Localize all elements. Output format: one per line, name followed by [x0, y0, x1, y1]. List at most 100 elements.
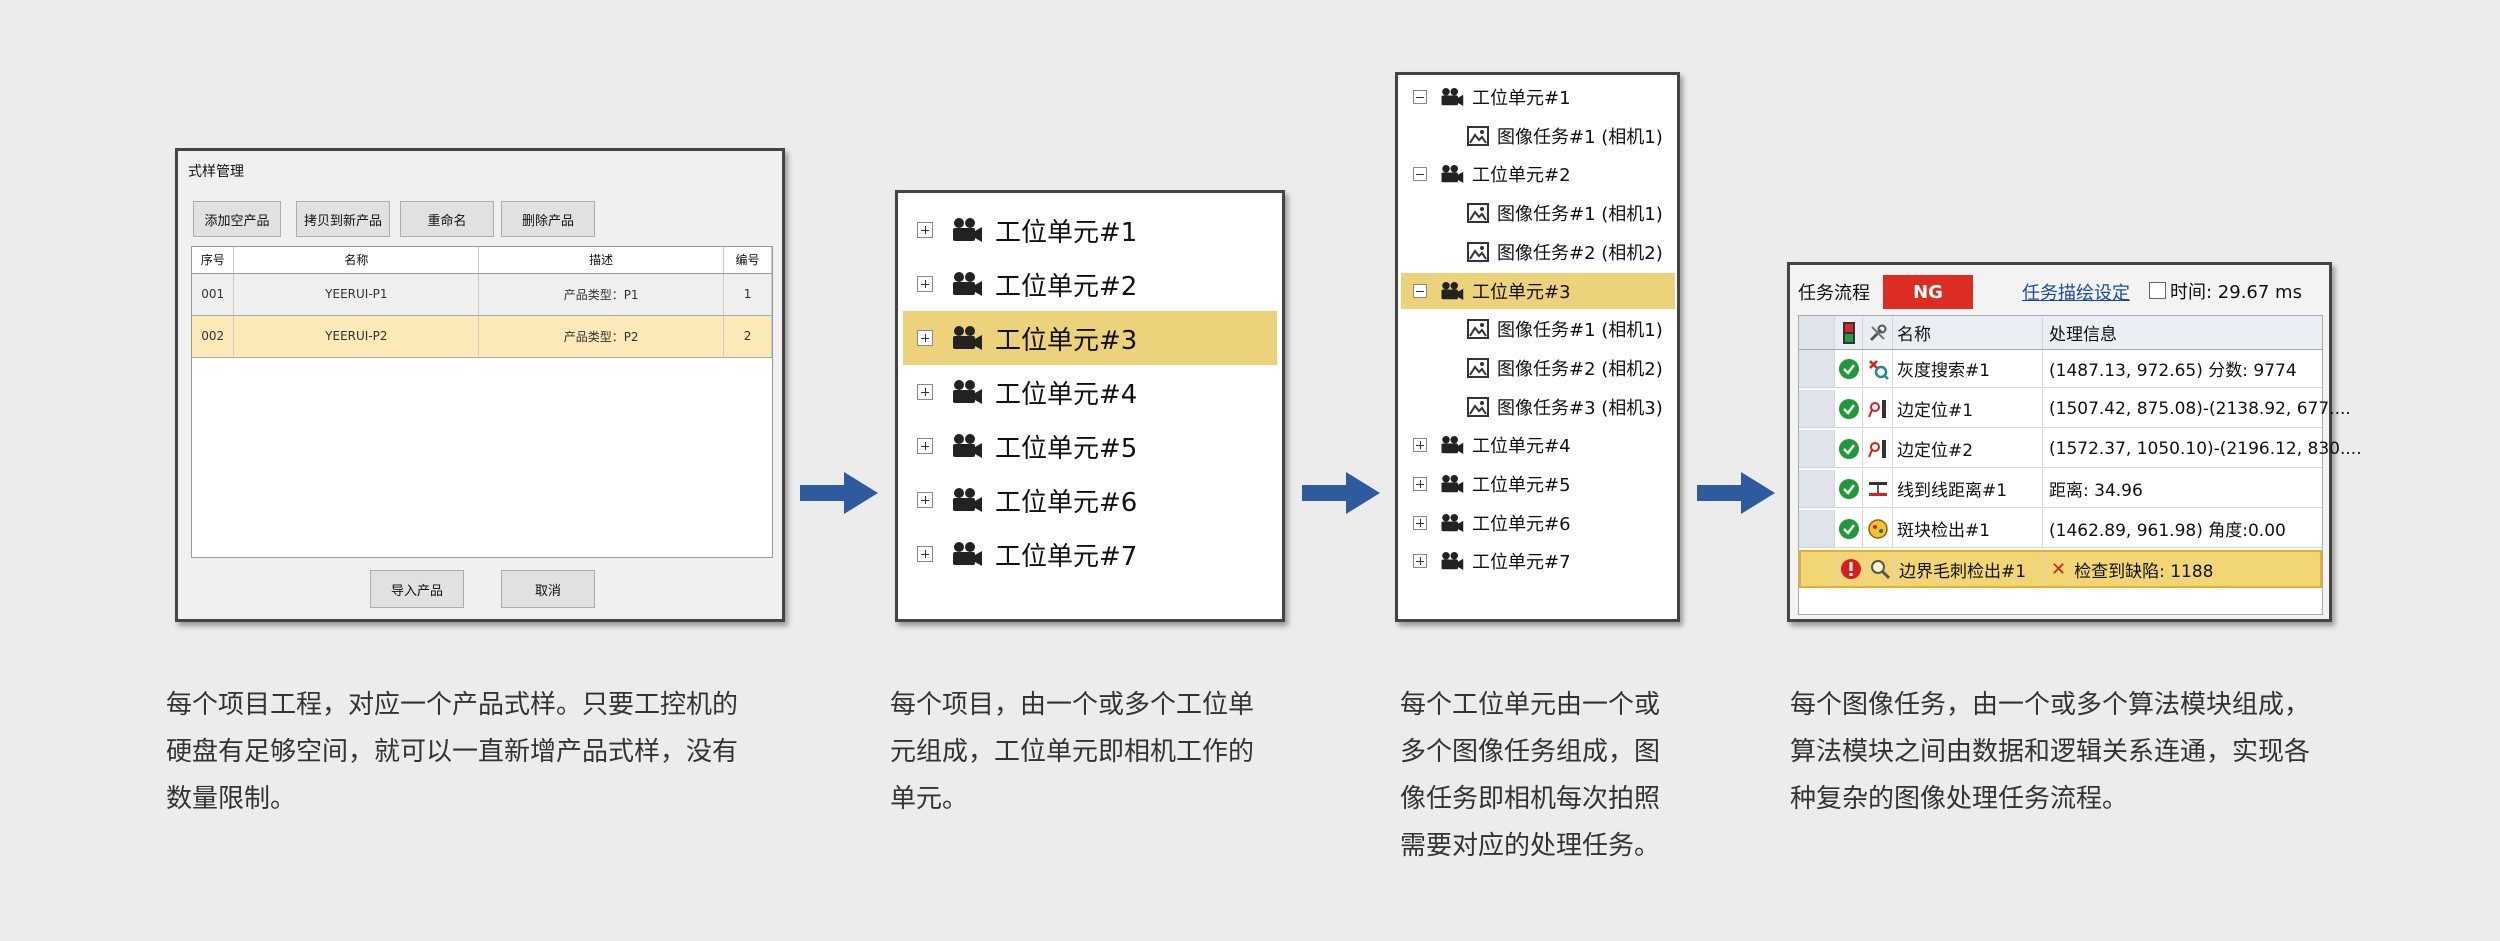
tree-item-unit[interactable]: 工位单元#5 [903, 419, 1277, 473]
expand-icon[interactable] [917, 384, 933, 400]
table-row[interactable]: 边定位#1 (1507.42, 875.08)-(2138.92, 677.... [1799, 390, 2351, 428]
unit-label: 工位单元#5 [1472, 475, 1571, 496]
collapse-icon[interactable] [1413, 167, 1427, 182]
image-icon [1467, 396, 1489, 417]
cell-desc: 产品类型：P2 [478, 315, 725, 358]
add-empty-product-button[interactable]: 添加空产品 [193, 201, 281, 237]
caption-image-task: 每个图像任务，由一个或多个算法模块组成， 算法模块之间由数据和逻辑关系连通，实现各… [1790, 682, 2310, 823]
caption-line: 数量限制。 [166, 784, 297, 814]
table-row[interactable]: 边定位#2(1572.37, 1050.10)-(2196.12, 830...… [1799, 430, 2362, 468]
cancel-button[interactable]: 取消 [501, 570, 595, 608]
tree-item-unit[interactable]: 工位单元#5 [1401, 466, 1675, 502]
tree-item-unit[interactable]: 工位单元#7 [1401, 543, 1675, 579]
unit-label: 工位单元#2 [995, 271, 1138, 302]
gray-search-icon [1863, 350, 1893, 387]
expand-icon[interactable] [917, 330, 933, 346]
tree-item-unit[interactable]: 工位单元#3 [903, 311, 1277, 365]
task-label: 图像任务#3 (相机3) [1497, 397, 1663, 419]
tree-item-image-task[interactable]: 图像任务#1 (相机1) [1401, 118, 1675, 154]
expand-icon[interactable] [1413, 438, 1427, 453]
time-checkbox[interactable] [2149, 282, 2166, 299]
image-icon [1467, 357, 1489, 378]
tools-column-icon [1863, 316, 1893, 349]
camera-icon [1440, 164, 1464, 184]
rename-button[interactable]: 重命名 [400, 201, 494, 237]
caption-line: 算法模块之间由数据和逻辑关系连通，实现各 [1790, 737, 2311, 767]
column-header-name: 名称 [1893, 316, 2043, 349]
tree-item-unit[interactable]: 工位单元#4 [903, 365, 1277, 419]
tree-item-image-task[interactable]: 图像任务#1 (相机1) [1401, 195, 1675, 231]
module-info-text: 距离: 34.96 [2049, 481, 2143, 501]
tree-item-image-task[interactable]: 图像任务#3 (相机3) [1401, 389, 1675, 425]
task-label: 图像任务#2 (相机2) [1497, 358, 1663, 380]
expand-icon[interactable] [1413, 554, 1427, 569]
collapse-icon[interactable] [1413, 90, 1427, 104]
task-drawing-settings-link[interactable]: 任务描绘设定 [2022, 283, 2130, 304]
tree-item-image-task[interactable]: 图像任务#1 (相机1) [1401, 311, 1675, 347]
column-header-index: 序号 [192, 247, 235, 274]
tree-item-unit[interactable]: 工位单元#1 [1401, 79, 1675, 115]
module-name: 边定位#1 [1893, 390, 2043, 427]
blob-icon [1863, 510, 1893, 547]
cell-num: 2 [723, 315, 772, 358]
expand-icon[interactable] [1413, 515, 1427, 530]
unit-label: 工位单元#3 [1472, 281, 1571, 303]
camera-icon [951, 541, 983, 567]
table-row[interactable]: 边界毛刺检出#1✕检查到缺陷: 1188 [1799, 550, 2322, 588]
time-readout: 时间: 29.67 ms [2170, 282, 2302, 303]
tree-item-unit[interactable]: 工位单元#3 [1401, 272, 1675, 309]
column-header-name: 名称 [233, 247, 480, 274]
tree-item-image-task[interactable]: 图像任务#2 (相机2) [1401, 350, 1675, 386]
module-name: 斑块检出#1 [1893, 510, 2043, 547]
expand-icon[interactable] [917, 438, 933, 454]
table-row[interactable]: 斑块检出#1(1462.89, 961.98) 角度:0.00 [1799, 510, 2322, 548]
table-row[interactable]: 灰度搜索#1(1487.13, 972.65) 分数: 9774 [1799, 350, 2322, 388]
unit-label: 工位单元#2 [1472, 165, 1571, 187]
caption-line: 每个工位单元由一个或 [1400, 690, 1661, 720]
image-icon [1467, 203, 1489, 224]
tree-item-unit[interactable]: 工位单元#2 [903, 257, 1277, 311]
task-flow-window: 任务流程 NG 任务描绘设定 时间: 29.67 ms 名称 处理信息 灰度搜索… [1787, 262, 2362, 622]
row-header [1799, 430, 1835, 467]
collapse-icon[interactable] [1413, 283, 1427, 298]
table-row-selected[interactable]: 002 YEERUI-P2 产品类型：P2 2 [192, 315, 772, 358]
import-product-button[interactable]: 导入产品 [370, 570, 464, 608]
expand-icon[interactable] [917, 276, 933, 292]
arrow-right-icon [1697, 472, 1775, 514]
expand-icon[interactable] [917, 222, 933, 238]
row-header [1799, 470, 1835, 507]
expand-icon[interactable] [917, 546, 933, 562]
module-info: (1487.13, 972.65) 分数: 9774 [2043, 350, 2322, 387]
magnifier-icon [1865, 552, 1895, 586]
unit-label: 工位单元#1 [1472, 88, 1571, 109]
copy-to-new-product-button[interactable]: 拷贝到新产品 [296, 201, 390, 237]
camera-icon [951, 325, 983, 351]
tree-item-image-task[interactable]: 图像任务#2 (相机2) [1401, 234, 1675, 270]
column-header-info: 处理信息 [2049, 325, 2117, 345]
tree-item-unit[interactable]: 工位单元#2 [1401, 156, 1675, 192]
tree-item-unit[interactable]: 工位单元#6 [1401, 505, 1675, 541]
camera-icon [951, 379, 983, 405]
expand-icon[interactable] [917, 492, 933, 508]
caption-workstation: 每个项目，由一个或多个工位单元组成，工位单元即相机工作的单元。 [890, 682, 1254, 823]
grid-header: 名称 处理信息 [1799, 316, 2322, 350]
row-header [1801, 552, 1837, 586]
caption-line: 每个图像任务，由一个或多个算法模块组成， [1790, 690, 2311, 720]
tree-item-unit[interactable]: 工位单元#4 [1401, 427, 1675, 463]
image-icon [1467, 319, 1489, 340]
tree-item-unit[interactable]: 工位单元#6 [903, 473, 1277, 527]
task-flow-grid: 名称 处理信息 灰度搜索#1(1487.13, 972.65) 分数: 9774… [1798, 315, 2362, 615]
caption-line: 种复杂的图像处理任务流程。 [1790, 784, 2129, 814]
camera-icon [1440, 281, 1464, 301]
unit-label: 工位单元#6 [995, 487, 1138, 518]
cell-index: 001 [192, 273, 235, 316]
tree-item-unit[interactable]: 工位单元#1 [903, 203, 1277, 257]
expand-icon[interactable] [1413, 477, 1427, 491]
unit-label: 工位单元#4 [1472, 436, 1571, 458]
table-row[interactable]: 001 YEERUI-P1 产品类型：P1 1 [192, 273, 772, 316]
module-info-text: (1507.42, 875.08)-(2138.92, 677.... [2049, 398, 2351, 419]
tree-item-unit[interactable]: 工位单元#7 [903, 527, 1277, 581]
delete-product-button[interactable]: 删除产品 [501, 201, 595, 237]
